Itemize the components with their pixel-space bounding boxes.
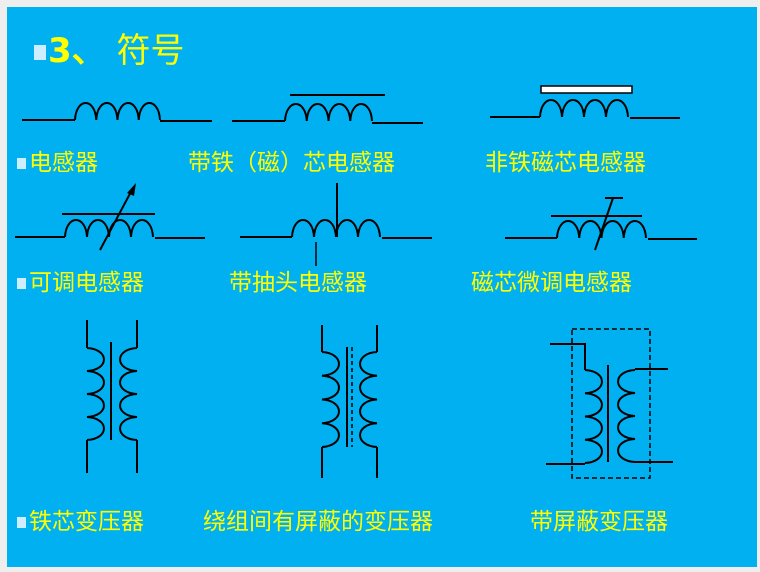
- slide-title: 3、 符号: [34, 34, 184, 68]
- title-number: 3、: [48, 31, 106, 71]
- iron-core-inductor-symbol: [232, 94, 423, 124]
- iron-core-transformer-symbol: [86, 320, 138, 473]
- label-inductor: 电感器: [17, 152, 98, 175]
- shielded-winding-transformer-symbol: [321, 325, 378, 478]
- label-iron-core-inductor: 带铁（磁）芯电感器: [188, 150, 395, 176]
- tapped-inductor-symbol: [240, 183, 432, 266]
- non-ferromagnetic-core-inductor-symbol: [490, 85, 680, 119]
- label-iron-core-transformer: 铁芯变压器: [17, 511, 144, 534]
- label-tapped-inductor: 带抽头电感器: [229, 270, 367, 296]
- bullet-icon: [17, 278, 26, 289]
- label-text: 铁芯变压器: [29, 509, 144, 535]
- label-shielded-winding-transformer: 绕组间有屏蔽的变压器: [203, 509, 433, 535]
- bullet-icon: [17, 517, 26, 528]
- label-core-fine-tune-inductor: 磁芯微调电感器: [471, 270, 632, 296]
- shielded-transformer-symbol: [546, 328, 673, 479]
- label-non-ferromagnetic-inductor: 非铁磁芯电感器: [485, 150, 646, 176]
- label-text: 可调电感器: [29, 270, 144, 296]
- label-text: 电感器: [29, 150, 98, 176]
- inductor-symbol: [22, 102, 212, 122]
- bullet-icon: [34, 45, 46, 60]
- bullet-icon: [17, 158, 26, 169]
- slide: [7, 7, 757, 567]
- core-fine-tune-inductor-symbol: [505, 197, 697, 251]
- title-text: 符号: [116, 31, 185, 71]
- label-shielded-transformer: 带屏蔽变压器: [530, 509, 668, 535]
- adjustable-inductor-symbol: [15, 183, 205, 251]
- label-adjustable-inductor: 可调电感器: [17, 272, 144, 295]
